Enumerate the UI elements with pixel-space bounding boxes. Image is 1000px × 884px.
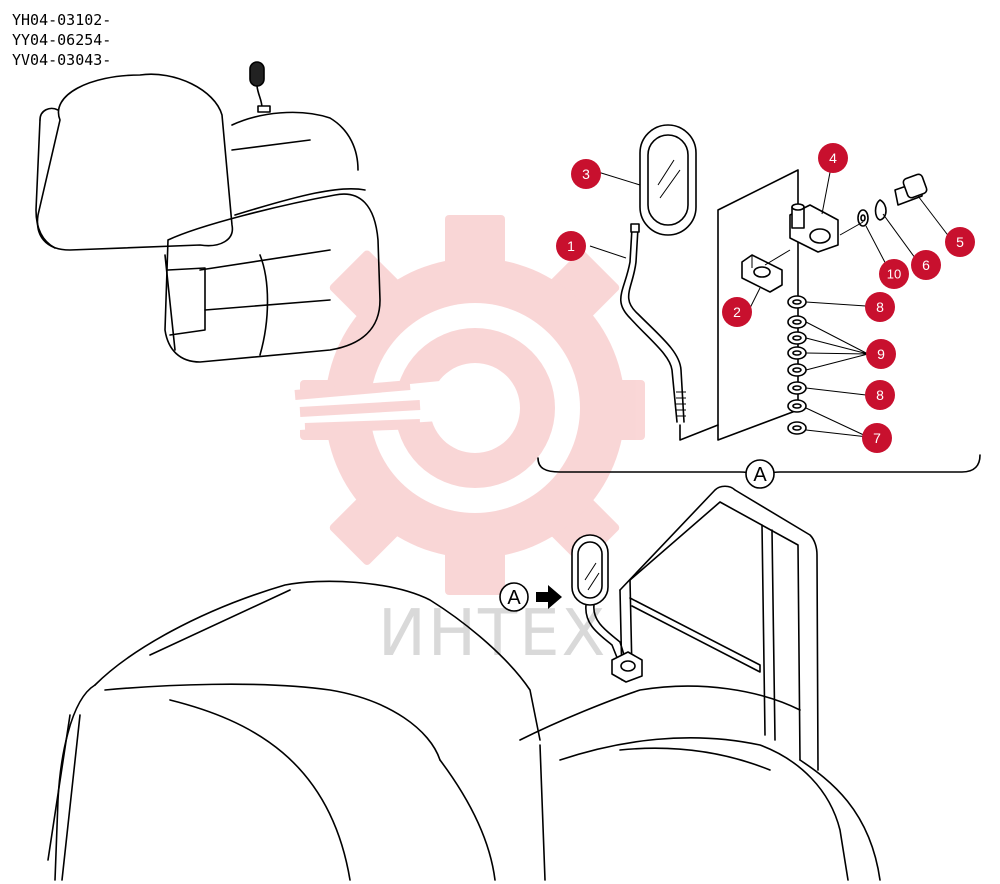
watermark-gear-icon xyxy=(294,215,645,595)
callout-badge xyxy=(865,292,895,322)
clamp-upper-drawing xyxy=(789,203,839,253)
serial-number: YY04-06254- xyxy=(12,31,112,49)
callout-badge xyxy=(879,259,909,289)
callout-badge xyxy=(945,227,975,257)
callout-badge xyxy=(722,297,752,327)
serial-number: YH04-03102- xyxy=(12,11,112,29)
callout-6: 6 xyxy=(911,250,941,280)
callout-3: 3 xyxy=(571,159,601,189)
callout-number: 8 xyxy=(876,387,884,403)
callout-10: 10 xyxy=(879,259,909,289)
callout-number: 8 xyxy=(876,299,884,315)
callout-badge xyxy=(862,423,892,453)
callout-badge xyxy=(556,231,586,261)
callout-number: 9 xyxy=(877,346,885,362)
seat-assembly-drawing xyxy=(47,485,881,881)
stay-leader xyxy=(679,424,719,441)
serial-number: YV04-03043- xyxy=(12,51,112,69)
callout-number: 3 xyxy=(582,166,590,182)
callout-1: 1 xyxy=(556,231,586,261)
callout-9: 9 xyxy=(866,339,896,369)
callout-number: 7 xyxy=(873,430,881,446)
serial-number-list: YH04-03102- YY04-06254- YV04-03043- xyxy=(12,10,111,70)
callout-4: 4 xyxy=(818,143,848,173)
detail-view-label: A xyxy=(753,464,767,486)
callout-8-lower: 8 xyxy=(865,380,895,410)
clamp-leader xyxy=(764,249,791,266)
watermark-text: ИНТЕХ xyxy=(378,597,607,671)
callout-badge xyxy=(818,143,848,173)
overview-seat-drawing xyxy=(35,61,381,363)
callout-badge xyxy=(571,159,601,189)
view-pointer-label: A xyxy=(507,587,521,609)
callout-7: 7 xyxy=(862,423,892,453)
mirror-head-drawing xyxy=(639,124,697,236)
arrow-right-icon xyxy=(536,585,562,609)
callout-number: 1 xyxy=(567,238,575,254)
mirror-stay-drawing xyxy=(620,223,686,423)
washer-stack-drawing xyxy=(787,295,807,435)
callout-number: 2 xyxy=(733,304,741,320)
clamp-lower-drawing xyxy=(741,254,783,293)
callout-number: 4 xyxy=(829,150,837,166)
callout-number: 6 xyxy=(922,257,930,273)
detail-view-marker: A xyxy=(745,459,775,489)
callout-number: 10 xyxy=(887,267,901,282)
callout-badge xyxy=(911,250,941,280)
callout-5: 5 xyxy=(945,227,975,257)
fastener-drawing xyxy=(839,173,928,236)
callout-2: 2 xyxy=(722,297,752,327)
callout-number: 5 xyxy=(956,234,964,250)
view-pointer-marker: A xyxy=(499,582,529,612)
callout-badge xyxy=(866,339,896,369)
callout-badge xyxy=(865,380,895,410)
callout-8-upper: 8 xyxy=(865,292,895,322)
